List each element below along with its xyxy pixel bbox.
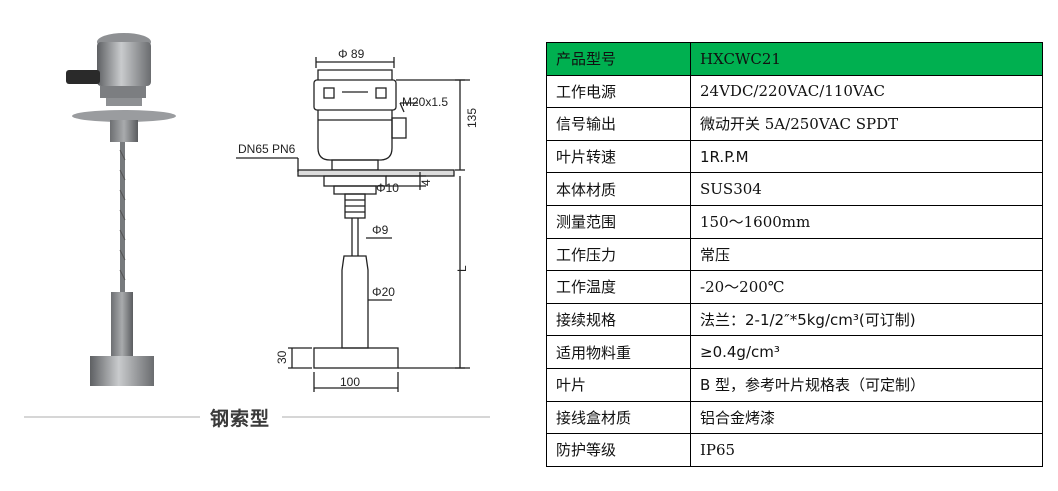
table-row: 工作压力 常压 bbox=[546, 237, 1043, 272]
spec-value: HXCWC21 bbox=[690, 42, 1043, 76]
table-row: 防护等级 IP65 bbox=[546, 433, 1043, 467]
table-row: 接线盒材质 铝合金烤漆 bbox=[546, 400, 1043, 435]
dimension-drawing bbox=[236, 57, 470, 392]
table-row: 适用物料重 ≥0.4g/cm³ bbox=[546, 335, 1043, 369]
dim-diameter-20: Φ20 bbox=[372, 285, 395, 299]
table-row: 接续规格 法兰：2-1/2″*5kg/cm³(可订制) bbox=[546, 302, 1043, 337]
product-figure: Φ 89 M20x1.5 135 DN65 PN6 Φ10 4 Φ9 L Φ20… bbox=[0, 0, 500, 491]
spec-value: 常压 bbox=[690, 237, 1043, 272]
dim-height-30: 30 bbox=[275, 350, 289, 364]
spec-value: 24VDC/220VAC/110VAC bbox=[690, 74, 1043, 109]
spec-value: 微动开关 5A/250VAC SPDT bbox=[690, 107, 1043, 141]
product-drawing: Φ 89 M20x1.5 135 DN65 PN6 Φ10 4 Φ9 L Φ20… bbox=[62, 30, 479, 400]
dim-thread-m20: M20x1.5 bbox=[402, 95, 448, 109]
spec-value: 150～1600mm bbox=[690, 204, 1043, 239]
spec-label: 叶片 bbox=[546, 367, 691, 402]
table-row: 工作电源 24VDC/220VAC/110VAC bbox=[546, 74, 1043, 109]
spec-value: ≥0.4g/cm³ bbox=[690, 335, 1043, 369]
spec-value: SUS304 bbox=[690, 172, 1043, 206]
spec-value: B 型，参考叶片规格表（可定制） bbox=[690, 367, 1043, 402]
dim-diameter-10: Φ10 bbox=[376, 181, 399, 195]
dim-width-100: 100 bbox=[340, 375, 360, 389]
table-row: 叶片 B 型，参考叶片规格表（可定制） bbox=[546, 367, 1043, 402]
table-row: 测量范围 150～1600mm bbox=[546, 204, 1043, 239]
table-row: 本体材质 SUS304 bbox=[546, 172, 1043, 206]
dim-height-135: 135 bbox=[465, 108, 479, 128]
spec-label: 防护等级 bbox=[546, 433, 691, 467]
spec-label: 工作压力 bbox=[546, 237, 691, 272]
spec-label: 本体材质 bbox=[546, 172, 691, 206]
spec-label: 产品型号 bbox=[546, 42, 691, 76]
caption-divider-right bbox=[282, 416, 490, 418]
figure-caption: 钢索型 bbox=[210, 408, 271, 430]
spec-value: 铝合金烤漆 bbox=[690, 400, 1043, 435]
spec-label: 工作电源 bbox=[546, 74, 691, 109]
caption-divider-left bbox=[24, 416, 200, 418]
dim-four: 4 bbox=[419, 179, 433, 186]
spec-table: 产品型号 HXCWC21 工作电源 24VDC/220VAC/110VAC 信号… bbox=[546, 42, 1043, 467]
spec-value: -20～200℃ bbox=[690, 270, 1043, 304]
dim-diameter-9: Φ9 bbox=[372, 223, 389, 237]
spec-label: 工作温度 bbox=[546, 270, 691, 304]
spec-value: 法兰：2-1/2″*5kg/cm³(可订制) bbox=[690, 302, 1043, 337]
spec-label: 接续规格 bbox=[546, 302, 691, 337]
dim-length-L: L bbox=[455, 265, 469, 272]
spec-label: 接线盒材质 bbox=[546, 400, 691, 435]
table-row: 信号输出 微动开关 5A/250VAC SPDT bbox=[546, 107, 1043, 141]
table-row: 产品型号 HXCWC21 bbox=[546, 42, 1043, 76]
spec-label: 适用物料重 bbox=[546, 335, 691, 369]
product-photo bbox=[62, 30, 182, 400]
spec-label: 测量范围 bbox=[546, 204, 691, 239]
spec-value: IP65 bbox=[690, 433, 1043, 467]
table-row: 叶片转速 1R.P.M bbox=[546, 139, 1043, 174]
dim-flange-dn65: DN65 PN6 bbox=[238, 142, 296, 156]
spec-value: 1R.P.M bbox=[690, 139, 1043, 174]
spec-label: 信号输出 bbox=[546, 107, 691, 141]
spec-label: 叶片转速 bbox=[546, 139, 691, 174]
figure-caption-row: 钢索型 bbox=[24, 398, 490, 434]
table-row: 工作温度 -20～200℃ bbox=[546, 270, 1043, 304]
dim-diameter-89: Φ 89 bbox=[338, 47, 365, 61]
